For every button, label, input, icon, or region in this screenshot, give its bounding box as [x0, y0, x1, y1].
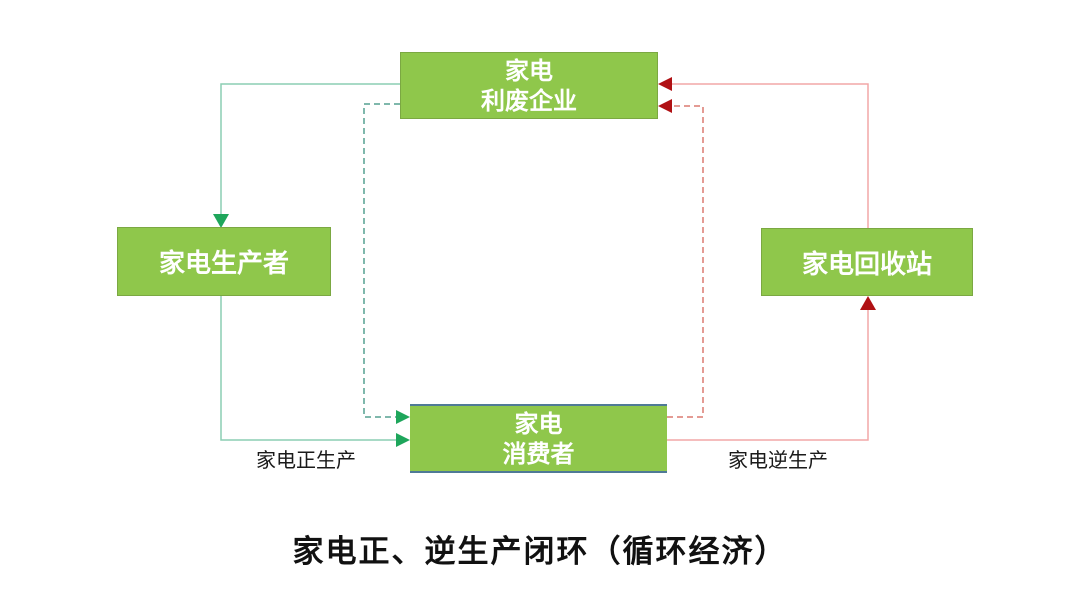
- reverse-arrow-station-to-enterprise: [672, 83, 869, 228]
- node-producer: 家电生产者: [117, 227, 331, 296]
- node-label-line: 家电: [514, 409, 563, 438]
- node-label-line: 家电生产者: [158, 249, 289, 279]
- reverse-dashed-arrowhead-into-enterprise: [658, 99, 672, 113]
- node-label-line: 利废企业: [481, 86, 577, 115]
- node-consumer: 家电 消费者: [410, 404, 667, 473]
- reverse-arrowhead-into-enterprise: [658, 77, 672, 91]
- reverse-dashed-arrow-consumer-to-enterprise: [667, 105, 704, 418]
- node-label-line: 家电: [505, 56, 553, 85]
- forward-arrowhead-into-producer: [213, 214, 229, 228]
- forward-arrow-enterprise-to-producer: [220, 83, 400, 214]
- forward-arrowhead-into-consumer: [396, 433, 410, 447]
- node-label-line: 家电回收站: [801, 249, 932, 280]
- node-waste-utilization-enterprise: 家电 利废企业: [400, 52, 658, 119]
- diagram-title: 家电正、逆生产闭环（循环经济）: [292, 534, 788, 570]
- forward-dashed-arrowhead-into-consumer: [396, 410, 410, 424]
- reverse-arrowhead-into-station: [860, 296, 876, 310]
- reverse-arrow-consumer-to-station: [667, 310, 869, 441]
- edge-label-reverse-production: 家电逆生产: [728, 448, 828, 472]
- node-collection-station: 家电回收站: [761, 228, 973, 296]
- node-label-line: 消费者: [502, 439, 575, 468]
- forward-dashed-arrow-enterprise-to-consumer: [363, 103, 400, 418]
- edge-label-forward-production: 家电正生产: [256, 448, 356, 472]
- forward-arrow-producer-to-consumer: [220, 296, 396, 441]
